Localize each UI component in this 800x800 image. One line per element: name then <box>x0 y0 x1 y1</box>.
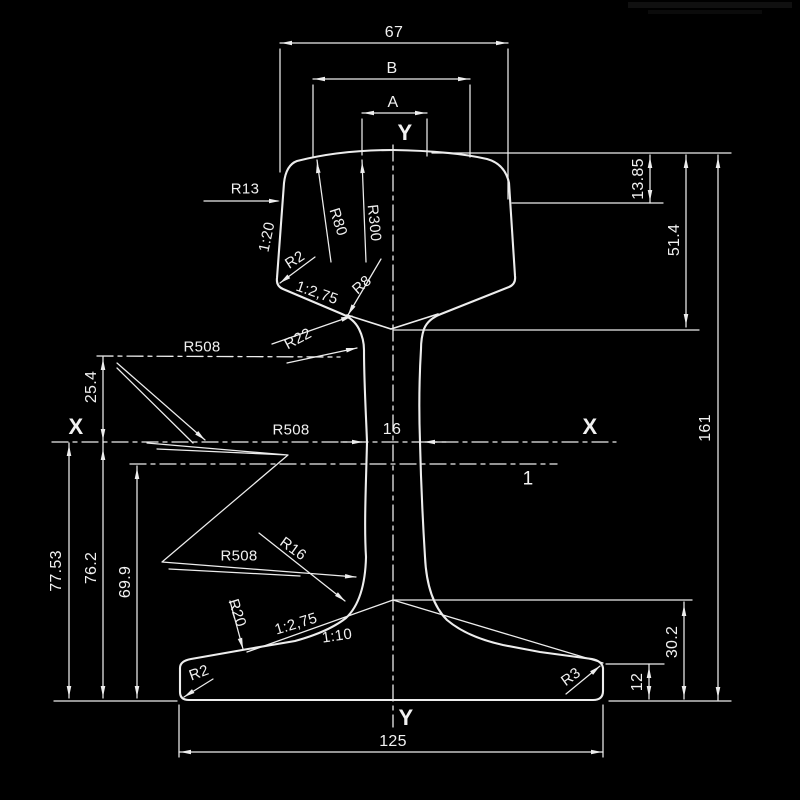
dim-head-depth: 51.4 <box>666 223 683 257</box>
r300-leader <box>361 159 367 263</box>
dim-width-b: B <box>386 60 398 77</box>
head-underside-v <box>346 313 439 330</box>
dim-head-crown-depth: 13.85 <box>630 158 647 200</box>
watermark-smudge <box>628 2 792 16</box>
zigzag-leader <box>116 362 357 578</box>
dim-mid-to-base: 76.2 <box>83 551 100 585</box>
radius-r508-mid: R508 <box>272 421 310 439</box>
dim-base-width: 125 <box>379 733 407 750</box>
dim-x-to-base: 77.53 <box>48 550 65 592</box>
dim-web-thickness: 16 <box>382 421 402 438</box>
r80-leader <box>316 159 332 263</box>
radius-r13: R13 <box>230 180 260 198</box>
slope-base-lower: 1:10 <box>320 625 354 647</box>
dim-toe-height: 12 <box>629 672 646 692</box>
axis-x-left-label: X <box>68 414 84 439</box>
section-line-label: 1 <box>522 468 534 490</box>
rail-profile-outline <box>178 148 605 702</box>
dim-width-top: 67 <box>384 24 404 41</box>
radius-r300: R300 <box>363 203 385 243</box>
base-construction-left <box>246 599 394 653</box>
dim-base-height: 30.2 <box>664 625 681 659</box>
dim-head-to-x: 25.4 <box>83 370 100 404</box>
axis-y-bottom-label: Y <box>398 705 414 730</box>
dim-line1-to-base: 69.9 <box>117 565 134 599</box>
dim-width-a: A <box>387 94 399 111</box>
r22-leader <box>271 315 353 345</box>
radius-r508-low: R508 <box>220 547 258 565</box>
dim-total-height: 161 <box>697 414 714 442</box>
r508-top-leader <box>286 347 358 364</box>
axis-x-right-label: X <box>582 414 598 439</box>
base-construction-right <box>392 599 604 664</box>
radius-r508-top: R508 <box>183 338 221 356</box>
r508-reference-line <box>96 355 341 358</box>
axis-y-top-label: Y <box>397 120 413 145</box>
r16-leader <box>258 532 346 602</box>
